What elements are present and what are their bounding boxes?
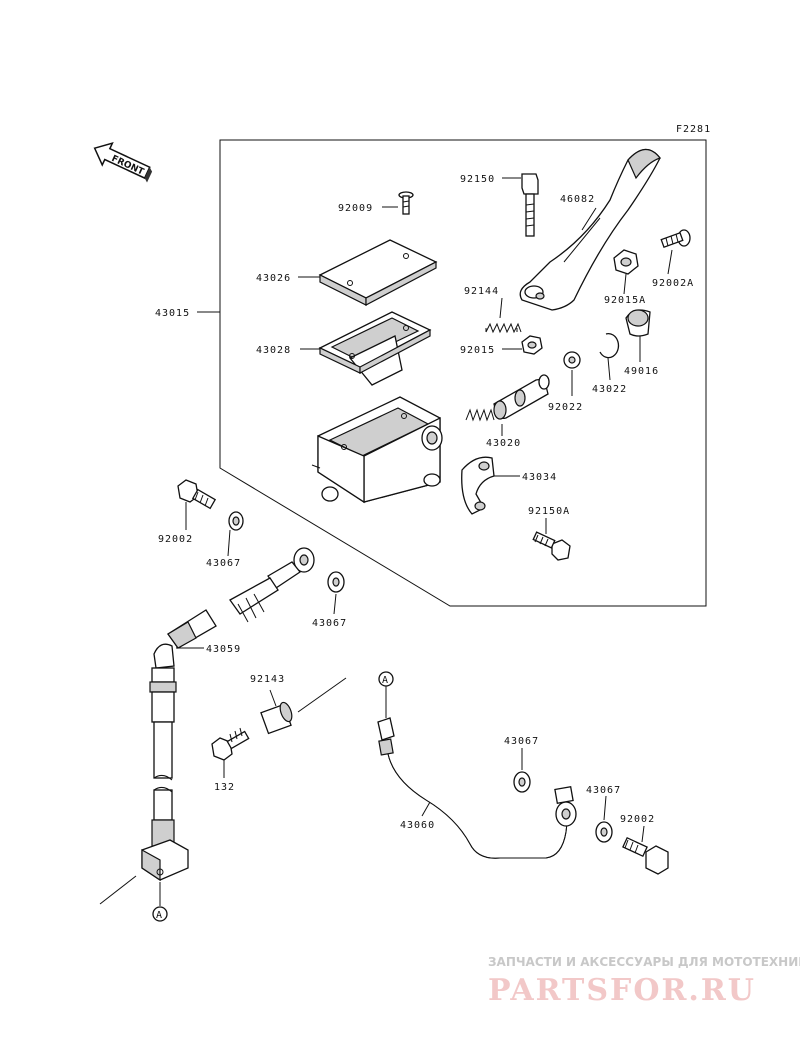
circlip-43022[interactable] [599, 332, 620, 359]
label-43022[interactable]: 43022 [592, 384, 627, 395]
bolt-92150[interactable] [521, 173, 539, 237]
label-46082[interactable]: 46082 [560, 194, 595, 205]
label-43067-d[interactable]: 43067 [586, 785, 621, 796]
washer-43067-c[interactable] [513, 771, 531, 793]
boot-49016[interactable] [625, 309, 651, 337]
label-43020[interactable]: 43020 [486, 438, 521, 449]
label-92002-top[interactable]: 92002 [158, 534, 193, 545]
collar-92143[interactable] [260, 701, 294, 735]
label-43067-c[interactable]: 43067 [504, 736, 539, 747]
label-92002-bottom[interactable]: 92002 [620, 814, 655, 825]
clamp-43034[interactable] [461, 456, 495, 515]
washer-43067-a[interactable] [228, 511, 244, 531]
bolt-92150A[interactable] [532, 531, 571, 561]
assembly-outline [219, 139, 707, 607]
label-43067-a[interactable]: 43067 [206, 558, 241, 569]
nut-92015A[interactable] [613, 249, 639, 275]
bolt-132[interactable] [211, 727, 250, 761]
piston-kit-43020[interactable] [465, 374, 550, 422]
direction-line-upper [297, 677, 347, 713]
label-92150A[interactable]: 92150A [528, 506, 570, 517]
label-49016[interactable]: 49016 [624, 366, 659, 377]
label-43026[interactable]: 43026 [256, 273, 291, 284]
ref-marker-a-bottom-label: A [156, 910, 163, 921]
label-92015A[interactable]: 92015A [604, 295, 646, 306]
diaphragm-43028[interactable] [318, 311, 432, 386]
banjo-bolt-92002-bottom[interactable] [622, 836, 669, 875]
label-43034[interactable]: 43034 [522, 472, 557, 483]
label-43060[interactable]: 43060 [400, 820, 435, 831]
screw-92009[interactable] [398, 191, 414, 215]
brake-hose-43059[interactable] [141, 547, 315, 882]
watermark-logo: PARTSFOR.RU [488, 973, 756, 1008]
direction-line-lower [99, 875, 137, 905]
front-arrow-icon: FRONT [93, 142, 153, 183]
label-92002A[interactable]: 92002A [652, 278, 694, 289]
ref-marker-a-top-label: A [382, 675, 389, 686]
label-43015[interactable]: 43015 [155, 308, 190, 319]
label-92022[interactable]: 92022 [548, 402, 583, 413]
figure-code: F2281 [676, 124, 711, 135]
label-92015[interactable]: 92015 [460, 345, 495, 356]
washer-92022[interactable] [563, 351, 581, 369]
label-43067-b[interactable]: 43067 [312, 618, 347, 629]
master-cylinder-body[interactable] [311, 396, 443, 504]
cover-43026[interactable] [318, 239, 438, 306]
bolt-92002A[interactable] [660, 229, 691, 249]
nut-92015[interactable] [521, 335, 543, 355]
watermark-tagline: ЗАПЧАСТИ И АКСЕССУАРЫ ДЛЯ МОТОТЕХНИКИ [488, 955, 800, 969]
lever-46082[interactable] [519, 148, 661, 311]
label-132[interactable]: 132 [214, 782, 235, 793]
washer-43067-b[interactable] [327, 571, 345, 593]
label-92144[interactable]: 92144 [464, 286, 499, 297]
label-92143[interactable]: 92143 [250, 674, 285, 685]
spring-92144[interactable] [485, 322, 522, 334]
brake-pipe-43060[interactable] [377, 717, 577, 859]
washer-43067-d[interactable] [595, 821, 613, 843]
label-43028[interactable]: 43028 [256, 345, 291, 356]
ref-marker-a-bottom[interactable]: A [152, 906, 168, 922]
banjo-bolt-92002-top[interactable] [177, 479, 217, 510]
label-43059[interactable]: 43059 [206, 644, 241, 655]
ref-marker-a-top[interactable]: A [378, 671, 394, 687]
label-92009[interactable]: 92009 [338, 203, 373, 214]
label-92150[interactable]: 92150 [460, 174, 495, 185]
